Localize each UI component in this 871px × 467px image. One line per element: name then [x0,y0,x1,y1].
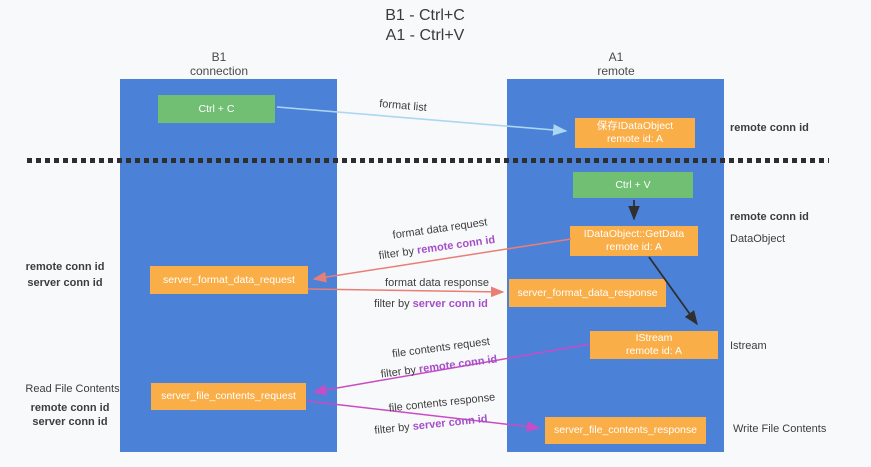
server-file-contents-response-label: server_file_contents_response [553,424,697,436]
save-dataobject-node: 保存IDataObject remote id: A [575,118,695,148]
istream-side-label: Istream [730,340,767,352]
getdata-line2: remote id: A [605,241,663,253]
istream-node: IStream remote id: A [590,331,718,359]
save-dataobject-line2: remote id: A [606,133,664,145]
save-dataobject-line1: 保存IDataObject [596,120,674,132]
server-format-data-request-label: server_format_data_request [163,273,295,286]
filter-by-server-conn-id-label-1: filter by server conn id [374,298,488,310]
format-data-response-label: format data response [385,277,489,289]
left-column-subtitle: connection [189,64,249,78]
left-server-conn-id-bottom: server conn id [32,416,108,428]
server-file-contents-response-node: server_file_contents_response [545,417,706,444]
getdata-node: IDataObject::GetData remote id: A [570,226,698,256]
read-file-contents-label: Read File Contents [25,383,120,395]
server-format-data-response-label: server_format_data_response [517,286,658,299]
dashed-separator [27,158,829,163]
left-remote-conn-id-bottom: remote conn id [30,402,110,414]
right-remote-conn-id-mid: remote conn id [730,211,809,223]
left-server-conn-id-top: server conn id [27,277,103,289]
left-column-header: B1 connection [190,50,248,78]
server-format-data-response-node: server_format_data_response [509,279,666,307]
server-format-data-request-node: server_format_data_request [150,266,308,294]
left-remote-conn-id-top: remote conn id [25,261,105,273]
format-data-response-arrow [307,286,505,298]
remote-conn-id-text: remote conn id [418,353,498,376]
page-title: B1 - Ctrl+C A1 - Ctrl+V [385,6,465,46]
left-column-name: B1 [211,50,227,64]
right-column-header: A1 remote [597,50,634,78]
right-column-name: A1 [608,50,624,64]
filter-by-text: filter by [374,298,410,310]
format-list-label: format list [378,97,428,115]
filter-by-server-conn-id-label-2: filter by server conn id [374,413,488,437]
remote-conn-id-text: remote conn id [416,233,496,257]
filter-by-text: filter by [378,245,415,263]
ctrl-c-node: Ctrl + C [158,95,275,123]
server-file-contents-request-node: server_file_contents_request [151,383,306,410]
title-line-2: A1 - Ctrl+V [385,27,465,44]
dataobject-label: DataObject [730,233,786,245]
istream-line2: remote id: A [625,345,683,357]
right-column-subtitle: remote [597,64,635,78]
title-line-1: B1 - Ctrl+C [385,7,465,24]
server-file-contents-request-label: server_file_contents_request [161,390,296,402]
istream-line1: IStream [635,332,673,344]
filter-by-text: filter by [380,364,417,381]
file-contents-response-label: file contents response [388,391,496,415]
ctrl-v-label: Ctrl + V [615,178,651,191]
write-file-contents-label: Write File Contents [733,423,827,435]
getdata-line1: IDataObject::GetData [583,228,685,240]
right-remote-conn-id-top: remote conn id [730,122,809,134]
server-conn-id-text: server conn id [412,413,489,433]
ctrl-c-label: Ctrl + C [198,102,235,115]
filter-by-text: filter by [373,421,411,437]
ctrl-v-node: Ctrl + V [573,172,693,198]
server-conn-id-text: server conn id [412,298,488,310]
